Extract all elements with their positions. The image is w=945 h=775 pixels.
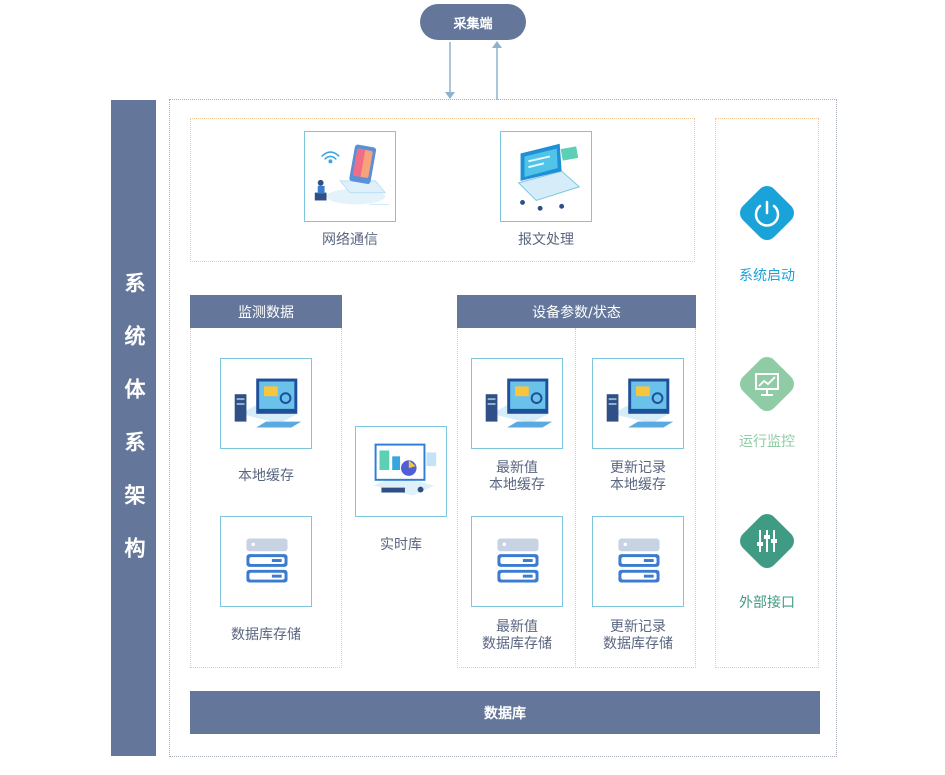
monitoring-data-header-label: 监测数据 xyxy=(238,304,294,321)
latest-db-label: 最新值 数据库存储 xyxy=(467,619,567,653)
update-db-line1: 更新记录 xyxy=(610,619,666,635)
system-start-label: 系统启动 xyxy=(739,268,795,284)
system-start-icon xyxy=(734,180,800,246)
architecture-title-bar: 系统体系架构 xyxy=(111,100,156,756)
update-cache-label: 更新记录 本地缓存 xyxy=(588,460,688,494)
external-interface-label: 外部接口 xyxy=(739,595,795,611)
latest-cache-line1: 最新值 xyxy=(496,460,538,476)
update-cache-line1: 更新记录 xyxy=(610,460,666,476)
network-phone-icon xyxy=(314,144,390,205)
computer-icon xyxy=(606,378,674,428)
latest-cache-label: 最新值 本地缓存 xyxy=(467,460,567,494)
database-label: 数据库 xyxy=(484,705,526,722)
update-cache-line2: 本地缓存 xyxy=(610,477,666,493)
latest-cache-card xyxy=(471,358,563,449)
computer-icon xyxy=(485,378,553,428)
network-communication-card xyxy=(304,131,396,222)
latest-cache-line2: 本地缓存 xyxy=(489,477,545,493)
latest-db-line2: 数据库存储 xyxy=(482,636,552,652)
device-status-header-label: 设备参数/状态 xyxy=(532,304,621,321)
device-status-group xyxy=(457,328,696,668)
monitor-local-cache-card xyxy=(220,358,312,449)
collector-arrows xyxy=(445,41,502,100)
monitor-db-storage-card xyxy=(220,516,312,607)
latest-db-card xyxy=(471,516,563,607)
external-interface-icon xyxy=(734,508,800,574)
monitoring-data-header: 监测数据 xyxy=(190,295,342,328)
monitor-db-storage-label: 数据库存储 xyxy=(231,627,301,643)
message-laptop-icon xyxy=(517,143,581,211)
update-db-line2: 数据库存储 xyxy=(603,636,673,652)
computer-icon xyxy=(234,378,302,428)
collector-label: 采集端 xyxy=(453,16,493,32)
monitoring-data-group xyxy=(190,328,342,668)
database-server-icon xyxy=(618,538,660,583)
device-column-divider xyxy=(575,328,576,668)
message-processing-label: 报文处理 xyxy=(518,232,574,248)
database-bar: 数据库 xyxy=(190,691,820,734)
runtime-monitor-icon xyxy=(734,351,800,417)
system-status-group xyxy=(715,118,819,668)
realtime-library-label: 实时库 xyxy=(380,537,422,553)
update-cache-card xyxy=(592,358,684,449)
runtime-monitor-label: 运行监控 xyxy=(739,434,795,450)
architecture-title: 系统体系架构 xyxy=(122,272,146,590)
realtime-dashboard-icon xyxy=(373,443,437,496)
device-status-header: 设备参数/状态 xyxy=(457,295,696,328)
message-processing-card xyxy=(500,131,592,222)
collector-node: 采集端 xyxy=(420,4,526,40)
database-server-icon xyxy=(497,538,539,583)
network-communication-label: 网络通信 xyxy=(322,232,378,248)
latest-db-line1: 最新值 xyxy=(496,619,538,635)
update-db-card xyxy=(592,516,684,607)
system-frame xyxy=(169,99,837,757)
realtime-library-card xyxy=(355,426,447,517)
database-server-icon xyxy=(246,538,288,583)
communication-group xyxy=(190,118,695,262)
monitor-local-cache-label: 本地缓存 xyxy=(238,468,294,484)
update-db-label: 更新记录 数据库存储 xyxy=(588,619,688,653)
